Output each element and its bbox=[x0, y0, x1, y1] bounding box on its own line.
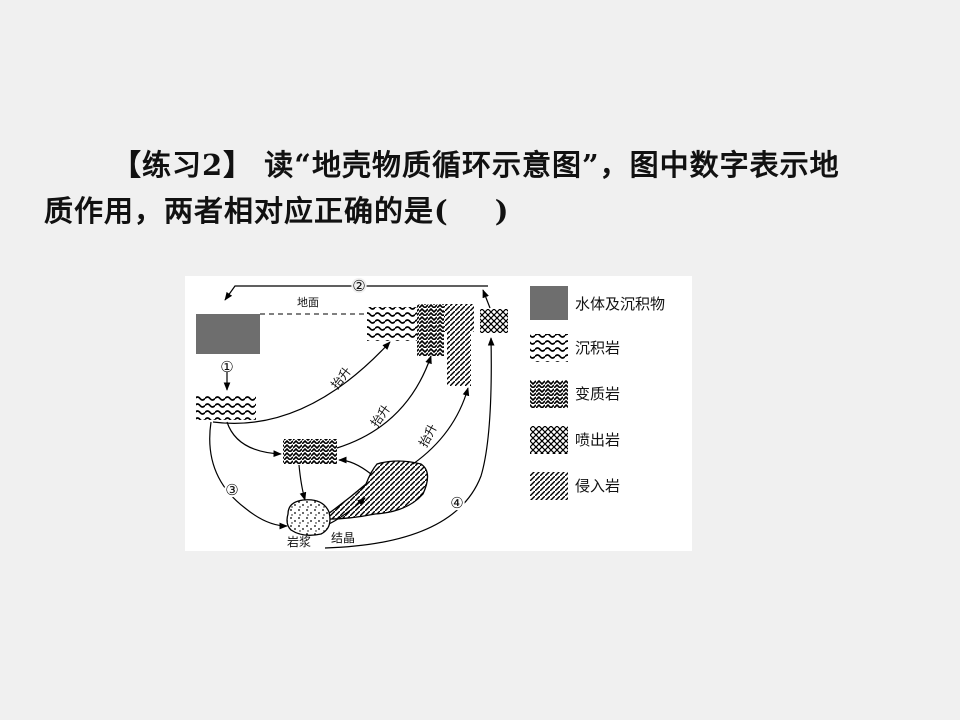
metamorphic-rock-surface bbox=[417, 304, 444, 356]
close-paren: ) bbox=[494, 194, 510, 228]
arrow-4 bbox=[324, 337, 495, 549]
legend-label-extrusive: 喷出岩 bbox=[575, 431, 620, 449]
uplift-arrow-3 bbox=[412, 387, 470, 465]
number-4: ④ bbox=[450, 494, 463, 512]
magma-label: 岩浆 bbox=[287, 534, 311, 549]
legend-swatch-water bbox=[530, 286, 568, 320]
uplift-arrow-1 bbox=[212, 341, 391, 424]
metamorphic-rock-block bbox=[283, 439, 337, 464]
legend-swatch-intrusive bbox=[530, 472, 568, 500]
arrow-meta-to-magma bbox=[298, 464, 307, 501]
legend-label-metamorphic: 变质岩 bbox=[575, 385, 620, 403]
intrusive-rock-body bbox=[319, 460, 429, 520]
uplift-label-2: 抬升 bbox=[368, 402, 393, 430]
question-line-1: 【练习2】 读“地壳物质循环示意图”，图中数字表示地 bbox=[44, 142, 924, 188]
rock-cycle-diagram: 地面 岩浆 结晶 ② ① 抬升 抬升 抬升 bbox=[196, 276, 665, 549]
extrusive-rock-surface bbox=[480, 309, 508, 333]
arrow-3 bbox=[209, 421, 288, 530]
legend: 水体及沉积物 沉积岩 变质岩 喷出岩 侵入岩 bbox=[530, 286, 665, 500]
rock-cycle-figure: 地面 岩浆 结晶 ② ① 抬升 抬升 抬升 bbox=[185, 276, 692, 551]
legend-label-sedimentary: 沉积岩 bbox=[575, 339, 620, 357]
legend-swatch-extrusive bbox=[530, 426, 568, 454]
uplift-label-3: 抬升 bbox=[416, 422, 440, 450]
intrusive-rock-surface-top bbox=[444, 304, 474, 332]
arrow-intrusive-to-meta bbox=[338, 456, 372, 475]
arrow-to-2 bbox=[482, 289, 491, 309]
number-2: ② bbox=[352, 277, 365, 295]
exercise-label: 【练习2】 bbox=[112, 148, 254, 182]
number-1: ① bbox=[220, 358, 233, 376]
legend-swatch-sedimentary bbox=[530, 334, 568, 362]
arrow-2 bbox=[224, 285, 488, 301]
question-line-2: 质作用，两者相对应正确的是() bbox=[44, 188, 924, 234]
number-3: ③ bbox=[225, 481, 238, 499]
question-line-2-text: 质作用，两者相对应正确的是( bbox=[44, 194, 449, 228]
ground-label: 地面 bbox=[297, 296, 319, 309]
arrow-sed-to-meta bbox=[226, 421, 282, 458]
intrusive-rock-surface-body bbox=[447, 332, 471, 386]
uplift-arrow-2 bbox=[336, 355, 432, 449]
magma-body bbox=[286, 499, 331, 536]
uplift-label-1: 抬升 bbox=[328, 364, 354, 392]
legend-label-water: 水体及沉积物 bbox=[575, 295, 665, 313]
sedimentary-rock-surface bbox=[367, 307, 417, 341]
legend-swatch-metamorphic bbox=[530, 380, 568, 408]
sedimentary-rock-block bbox=[196, 394, 256, 420]
legend-label-intrusive: 侵入岩 bbox=[575, 477, 620, 495]
crystal-label: 结晶 bbox=[331, 531, 355, 545]
water-sediment-block bbox=[196, 314, 260, 354]
question-text: 【练习2】 读“地壳物质循环示意图”，图中数字表示地 质作用，两者相对应正确的是… bbox=[44, 142, 924, 234]
arrow-crystallization bbox=[328, 497, 366, 525]
question-line-1-text: 读“地壳物质循环示意图”，图中数字表示地 bbox=[264, 148, 840, 182]
